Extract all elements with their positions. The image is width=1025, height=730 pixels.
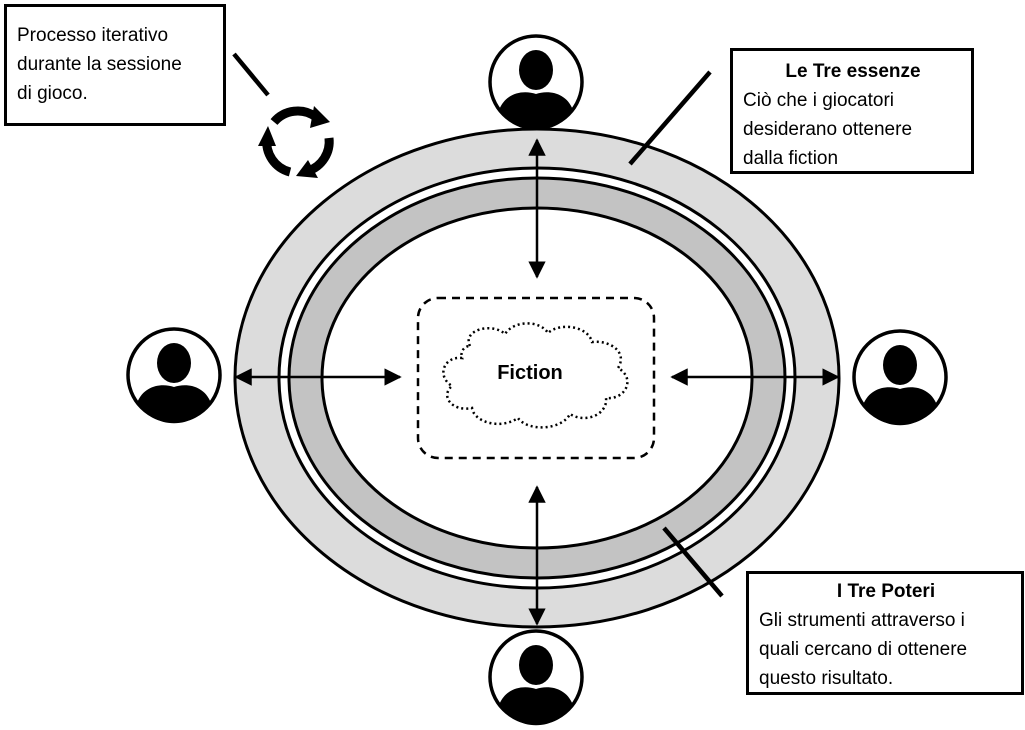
leader-line-poteri [662,526,724,598]
callout-process-line: Processo iterativo [17,25,169,46]
callout-essenze-title: Le Tre essenze [785,61,921,82]
callout-essenze-line: dalla fiction [743,148,839,169]
player-right-avatar-icon [852,329,948,426]
leader-line-process [232,52,270,97]
callout-poteri-line: Gli strumenti attraverso i [759,610,965,631]
callout-essenze-line: Ciò che i giocatori [743,90,895,111]
callout-process-line: di gioco. [17,83,88,104]
fiction-cloud [442,322,629,429]
player-left-avatar-icon [126,327,222,424]
cycle-arrows-icon [258,106,334,178]
leader-line-essenze [628,70,712,166]
callout-poteri-line: quali cercano di ottenere [759,639,968,660]
callout-process: Processo iterativo durante la sessione d… [4,4,226,126]
fiction-label: Fiction [497,362,563,384]
callout-poteri-title: I Tre Poteri [836,581,936,602]
player-bottom-avatar-icon [488,629,584,726]
callout-poteri-line: questo risultato. [759,668,894,689]
callout-process-line: durante la sessione [17,54,182,75]
callout-essenze: Le Tre essenze Ciò che i giocatori desid… [730,48,974,174]
fiction-dashed-box [416,296,656,460]
callout-poteri: I Tre Poteri Gli strumenti attraverso i … [746,571,1024,695]
callout-essenze-line: desiderano ottenere [743,119,913,140]
player-top-avatar-icon [488,34,584,131]
